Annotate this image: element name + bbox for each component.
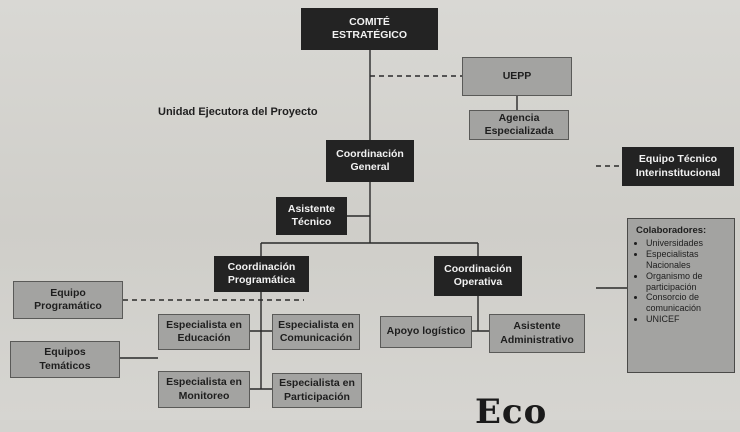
node-asistente-tecnico: Asistente Técnico [276, 197, 347, 235]
node-equipo-tecnico-interinstitucional: Equipo Técnico Interinstitucional [622, 147, 734, 186]
colaboradores-box: Colaboradores: Universidades Especialist… [627, 218, 735, 373]
node-especialista-participacion: Especialista en Participación [272, 373, 362, 408]
node-equipo-programatico: Equipo Programático [13, 281, 123, 319]
node-uepp: UEPP [462, 57, 572, 96]
node-equipos-tematicos: Equipos Temáticos [10, 341, 120, 378]
node-asistente-administrativo: Asistente Administrativo [489, 314, 585, 353]
connector-lines [120, 50, 627, 390]
colaborador-item: Organismo de participación [646, 271, 726, 293]
colaborador-item: Consorcio de comunicación [646, 292, 726, 314]
colaborador-item: Universidades [646, 238, 726, 249]
colaboradores-list: Universidades Especialistas Nacionales O… [636, 238, 726, 324]
unidad-ejecutora-label: Unidad Ejecutora del Proyecto [158, 106, 318, 118]
colaboradores-title: Colaboradores: [636, 225, 707, 236]
node-comite-estrategico: COMITÉ ESTRATÉGICO [301, 8, 438, 50]
node-especialista-educacion: Especialista en Educación [158, 314, 250, 350]
colaborador-item: Especialistas Nacionales [646, 249, 726, 271]
eco-logo: Eco [475, 392, 548, 432]
colaborador-item: UNICEF [646, 314, 726, 325]
node-especialista-monitoreo: Especialista en Monitoreo [158, 371, 250, 408]
node-apoyo-logistico: Apoyo logístico [380, 316, 472, 348]
node-coordinacion-programatica: Coordinación Programática [214, 256, 309, 292]
node-especialista-comunicacion: Especialista en Comunicación [272, 314, 360, 350]
node-coordinacion-general: Coordinación General [326, 140, 414, 182]
org-chart: COMITÉ ESTRATÉGICO UEPP Agencia Especial… [0, 0, 740, 420]
node-coordinacion-operativa: Coordinación Operativa [434, 256, 522, 296]
node-agencia-especializada: Agencia Especializada [469, 110, 569, 140]
